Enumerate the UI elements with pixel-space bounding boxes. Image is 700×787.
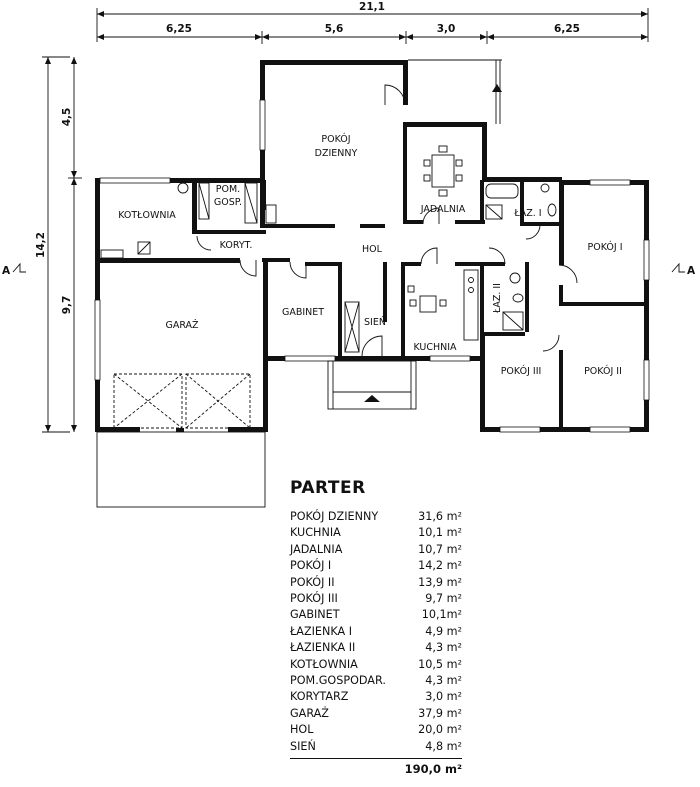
area-row-name: GARAŻ bbox=[290, 706, 329, 720]
area-row-value: 13,9 m² bbox=[418, 575, 462, 589]
area-row: GABINET 10,1m² bbox=[290, 607, 462, 623]
area-row-name: KOTŁOWNIA bbox=[290, 657, 358, 671]
area-row: GARAŻ 37,9 m² bbox=[290, 706, 462, 722]
dim-segment-4: 6,25 bbox=[554, 23, 580, 35]
area-table-title: PARTER bbox=[290, 478, 366, 498]
area-table-total-row: 190,0 m² bbox=[290, 759, 462, 777]
area-table-total-line bbox=[290, 758, 462, 760]
area-row-value: 10,5 m² bbox=[418, 657, 462, 671]
room-label-koryt: KORYT. bbox=[220, 240, 253, 251]
dimension-labels: 21,1 6,25 5,6 3,0 6,25 14,2 4,5 9,7 bbox=[35, 1, 580, 314]
room-label-garaz: GARAŻ bbox=[165, 320, 199, 331]
area-row-name: ŁAZIENKA I bbox=[290, 624, 352, 638]
dim-segment-2: 5,6 bbox=[325, 23, 344, 35]
room-label-pom-gosp-2: GOSP. bbox=[214, 197, 242, 208]
area-row: POKÓJ I 14,2 m² bbox=[290, 558, 462, 574]
area-row-name: POM.GOSPODAR. bbox=[290, 674, 386, 688]
area-row-name: POKÓJ I bbox=[290, 559, 332, 573]
dim-upper-depth: 4,5 bbox=[61, 108, 73, 127]
interior-walls bbox=[100, 127, 649, 430]
section-marker-right: A bbox=[687, 265, 696, 277]
room-label-kuchnia: KUCHNIA bbox=[413, 342, 457, 353]
area-row-value: 4,3 m² bbox=[425, 641, 462, 655]
area-row: ŁAZIENKA II 4,3 m² bbox=[290, 640, 462, 656]
room-label-hol: HOL bbox=[362, 244, 383, 255]
area-row: KORYTARZ 3,0 m² bbox=[290, 689, 462, 705]
area-row-value: 4,3 m² bbox=[425, 674, 462, 688]
dim-overall-depth: 14,2 bbox=[35, 232, 47, 258]
area-row-value: 20,0 m² bbox=[418, 723, 462, 737]
room-label-pom-gosp-1: POM. bbox=[216, 184, 240, 195]
area-row-name: POKÓJ III bbox=[290, 592, 338, 606]
area-row-name: KUCHNIA bbox=[290, 526, 341, 540]
area-row-name: SIEŃ bbox=[290, 739, 316, 753]
area-row-name: POKÓJ DZIENNY bbox=[290, 510, 379, 523]
room-label-pokoj-dzienny-1: POKÓJ bbox=[321, 133, 350, 145]
room-label-sien: SIEŃ bbox=[364, 316, 386, 328]
room-label-pokoj-dzienny-2: DZIENNY bbox=[315, 148, 358, 159]
area-row: HOL 20,0 m² bbox=[290, 722, 462, 738]
dimension-lines bbox=[42, 8, 649, 433]
room-label-jadalnia: JADALNIA bbox=[420, 204, 466, 215]
room-label-kotlownia: KOTŁOWNIA bbox=[118, 210, 176, 221]
dim-overall-width: 21,1 bbox=[359, 1, 385, 13]
area-row-value: 10,1 m² bbox=[418, 526, 462, 540]
area-row-name: GABINET bbox=[290, 608, 340, 622]
room-label-gabinet: GABINET bbox=[282, 307, 324, 318]
area-table-rows: POKÓJ DZIENNY 31,6 m² KUCHNIA 10,1 m² JADALN… bbox=[290, 509, 462, 755]
area-row-name: KORYTARZ bbox=[290, 690, 349, 704]
area-row-name: ŁAZIENKA II bbox=[290, 641, 356, 655]
section-markers: A A bbox=[2, 262, 696, 277]
area-row: ŁAZIENKA I 4,9 m² bbox=[290, 624, 462, 640]
area-row: POKÓJ DZIENNY 31,6 m² bbox=[290, 509, 462, 525]
area-row: POM.GOSPODAR. 4,3 m² bbox=[290, 673, 462, 689]
room-labels: POKÓJ DZIENNY JADALNIA KOTŁOWNIA POM. GO… bbox=[118, 133, 622, 377]
dim-lower-depth: 9,7 bbox=[61, 296, 73, 315]
area-row: POKÓJ II 13,9 m² bbox=[290, 575, 462, 591]
area-row: SIEŃ 4,8 m² bbox=[290, 739, 462, 755]
area-row: JADALNIA 10,7 m² bbox=[290, 542, 462, 558]
area-row: KOTŁOWNIA 10,5 m² bbox=[290, 657, 462, 673]
area-table: PARTER POKÓJ DZIENNY 31,6 m² KUCHNIA 10,1 m… bbox=[290, 478, 462, 778]
area-row-name: HOL bbox=[290, 723, 314, 737]
area-row-name: JADALNIA bbox=[290, 542, 343, 556]
area-row-value: 3,0 m² bbox=[425, 690, 462, 704]
section-marker-left: A bbox=[2, 265, 11, 277]
dim-segment-1: 6,25 bbox=[166, 23, 192, 35]
area-row-value: 37,9 m² bbox=[418, 706, 462, 720]
area-row-value: 4,8 m² bbox=[425, 739, 462, 753]
room-label-pokoj-3: POKÓJ III bbox=[501, 365, 542, 377]
area-row-value: 14,2 m² bbox=[418, 559, 462, 573]
dim-segment-3: 3,0 bbox=[437, 23, 456, 35]
area-row-value: 4,9 m² bbox=[425, 624, 462, 638]
room-label-laz-1: ŁAZ. I bbox=[513, 208, 541, 219]
area-row: POKÓJ III 9,7 m² bbox=[290, 591, 462, 607]
area-table-total: 190,0 m² bbox=[404, 762, 462, 777]
room-label-laz-2: ŁAZ. II bbox=[492, 283, 503, 314]
area-row-name: POKÓJ II bbox=[290, 575, 335, 589]
area-row-value: 31,6 m² bbox=[418, 510, 462, 523]
area-row-value: 10,7 m² bbox=[418, 542, 462, 556]
room-label-pokoj-2: POKÓJ II bbox=[584, 365, 622, 377]
fixtures bbox=[94, 84, 650, 508]
area-row-value: 10,1m² bbox=[421, 608, 462, 622]
room-label-pokoj-1: POKÓJ I bbox=[587, 241, 622, 253]
area-row: KUCHNIA 10,1 m² bbox=[290, 525, 462, 541]
area-row-value: 9,7 m² bbox=[425, 592, 462, 606]
